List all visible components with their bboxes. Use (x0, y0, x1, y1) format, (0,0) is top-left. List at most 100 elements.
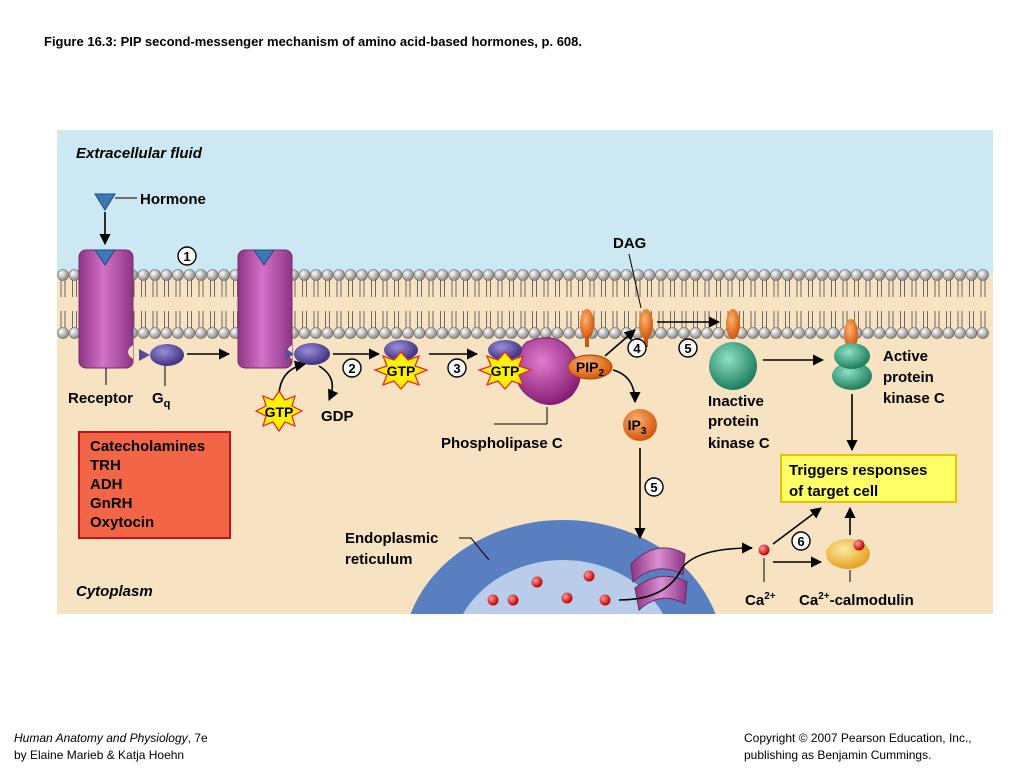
phospholipid-tail (486, 280, 491, 297)
step-3-marker: 3 (447, 358, 467, 378)
phospholipid-head (931, 327, 943, 339)
phospholipid-head (563, 327, 575, 339)
phospholipid-head (218, 269, 230, 281)
phospholipid-tail (394, 280, 399, 297)
phospholipid-tail (865, 311, 871, 328)
phospholipid-head (379, 327, 391, 339)
phospholipid-tail (831, 280, 836, 297)
phospholipid-tail (716, 280, 721, 297)
phospholipid-tail (934, 311, 940, 328)
phospholipid-tail (532, 311, 537, 328)
phospholipid-tail (808, 280, 813, 297)
svg-text:3: 3 (453, 361, 460, 376)
phospholipid-tail (175, 311, 181, 328)
phospholipid-tail (60, 311, 66, 328)
phospholipid-head (574, 269, 587, 281)
phospholipid-tail (382, 311, 388, 328)
dag-molecule (639, 309, 653, 347)
triggers-response-box: Triggers responses of target cell (780, 454, 957, 503)
book-authors: by Elaine Marieb & Katja Hoehn (14, 748, 185, 762)
phospholipid-head (701, 269, 713, 281)
phospholipid-tail (187, 311, 192, 328)
phospholipid-head (344, 269, 357, 281)
phospholipid-head (505, 327, 518, 339)
calmodulin-label: Ca2+-calmodulin (799, 591, 914, 609)
phospholipid-tail (451, 311, 457, 328)
phospholipid-head (183, 327, 196, 339)
phospholipid-head (448, 269, 460, 281)
phospholipid-head (770, 269, 782, 281)
phospholipid-head (781, 269, 794, 281)
phospholipid-tail (808, 311, 813, 328)
phospholipid-tail (566, 280, 572, 297)
phospholipid-head (517, 327, 529, 339)
phospholipid-head (333, 327, 345, 339)
phospholipid-tail (336, 311, 342, 328)
active-pkc-label: kinase C (883, 390, 945, 407)
svg-text:GTP: GTP (491, 363, 520, 379)
phospholipid-tail (532, 280, 537, 297)
phospholipid-head (402, 327, 414, 339)
phospholipid-head (321, 327, 334, 339)
gq-protein-free (384, 340, 418, 360)
phospholipid-head (528, 327, 541, 339)
phospholipid-tail (164, 280, 169, 297)
pip-mechanism-diagram: Extracellular fluid Hormone Receptor Gq … (57, 130, 993, 614)
calcium-ion-free (758, 544, 770, 556)
copyright-text: Copyright © 2007 Pearson Education, Inc.… (744, 731, 972, 745)
phospholipid-tail (474, 280, 480, 297)
hormone-list-item: GnRH (90, 495, 133, 512)
svg-text:1: 1 (183, 249, 190, 264)
phospholipid-head (137, 269, 150, 281)
footer-copyright: Copyright © 2007 Pearson Education, Inc.… (744, 730, 972, 764)
phospholipid-head (68, 269, 81, 281)
phospholipid-tail (509, 280, 514, 297)
phospholipid-head (310, 269, 322, 281)
phospholipid-head (298, 269, 311, 281)
step-5-marker: 5 (678, 338, 698, 358)
phospholipid-head (758, 269, 771, 281)
figure-title: Figure 16.3: PIP second-messenger mechan… (44, 34, 582, 49)
phospholipid-head (390, 269, 403, 281)
phospholipid-tail (428, 280, 434, 297)
phospholipid-head (620, 269, 633, 281)
hormone-list-box: Catecholamines TRH ADH GnRH Oxytocin (78, 431, 231, 539)
phospholipid-head (942, 327, 955, 339)
step-1-marker: 1 (177, 246, 197, 266)
er-leader-line (459, 537, 490, 561)
phospholipid-head (862, 269, 874, 281)
phospholipid-tail (497, 311, 503, 328)
phospholipid-tail (221, 311, 227, 328)
phospholipid-head (551, 269, 564, 281)
phospholipid-tail (589, 280, 595, 297)
phospholipid-tail (681, 280, 687, 297)
phospholipid-tail (497, 280, 503, 297)
phospholipid-head (172, 327, 184, 339)
phospholipid-head (804, 269, 817, 281)
phospholipid-head (218, 327, 230, 339)
book-title: Human Anatomy and Physiology (14, 731, 188, 745)
hormone-icon (94, 193, 116, 211)
phospholipid-head (609, 327, 621, 339)
phospholipid-head (770, 327, 782, 339)
phospholipid-tail (819, 280, 825, 297)
phospholipid-tail (164, 311, 169, 328)
phospholipid-tail (601, 311, 606, 328)
phospholipid-tail (923, 280, 928, 297)
phospholipid-tail (934, 280, 940, 297)
phospholipid-head (206, 269, 219, 281)
calcium-label: Ca2+ (745, 591, 776, 609)
arrow-calcium-to-response (772, 507, 822, 545)
er-calcium-ion (583, 570, 595, 582)
step-4-marker: 4 (627, 338, 647, 358)
phospholipid-head (689, 327, 702, 339)
inactive-pkc-label: kinase C (708, 435, 770, 452)
svg-text:GTP: GTP (265, 404, 294, 420)
gtp-star-1: GTP (254, 389, 304, 433)
er-calcium-ion (487, 594, 499, 606)
phospholipase-label: Phospholipase C (441, 435, 563, 452)
phospholipid-tail (141, 311, 146, 328)
phospholipid-tail (842, 280, 848, 297)
phospholipid-head (804, 327, 817, 339)
phospholipid-head (149, 327, 161, 339)
